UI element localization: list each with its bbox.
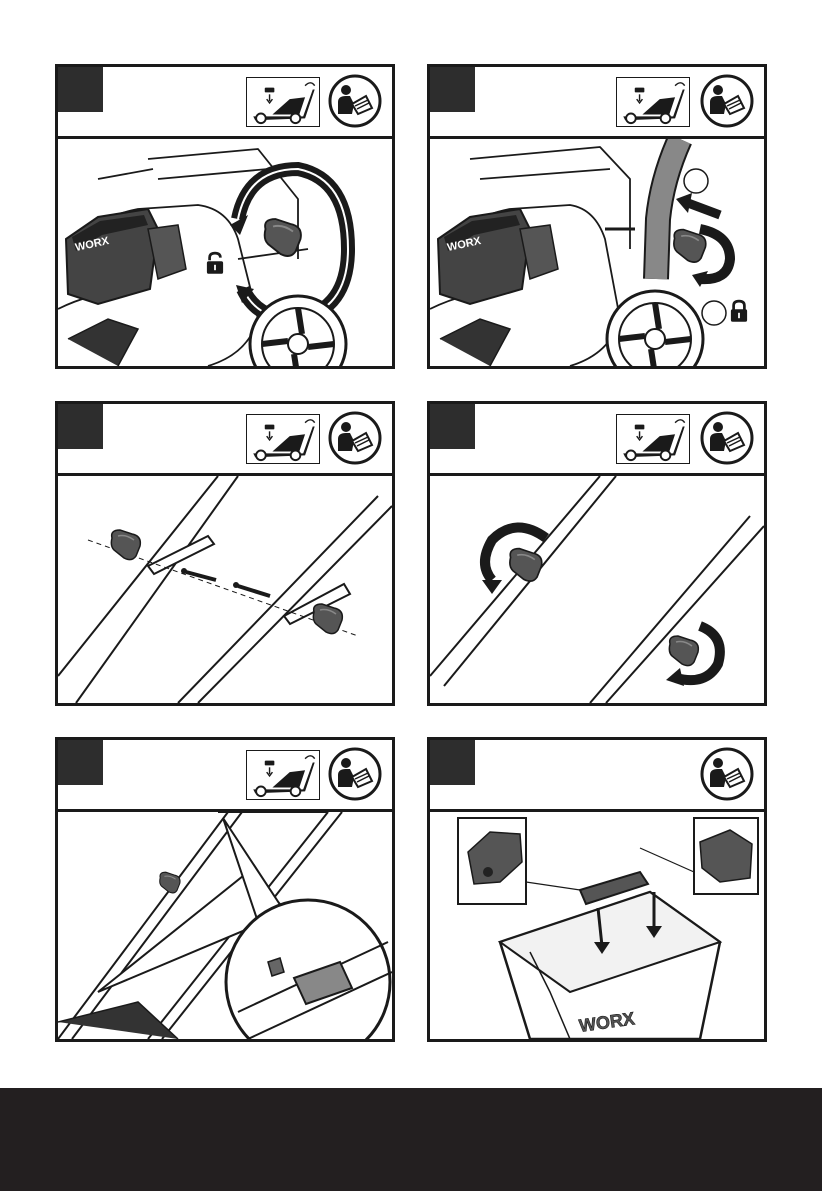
- step-panel-4: [427, 401, 767, 706]
- step-number-tab: [430, 404, 475, 449]
- unlock-icon: [207, 253, 223, 274]
- read-manual-icon: [700, 74, 754, 128]
- handle-knob: [313, 604, 342, 634]
- read-manual-icon: [328, 74, 382, 128]
- illustration-cable-clip: [58, 812, 392, 1039]
- step-number-tab: [430, 67, 475, 112]
- mower-assembly-icon: [616, 414, 690, 464]
- panel-header: [58, 67, 392, 139]
- step-panel-5: [55, 737, 395, 1042]
- read-manual-icon: [328, 411, 382, 465]
- illustration-handle-unlock: WORX: [58, 139, 392, 366]
- read-manual-icon: [700, 411, 754, 465]
- handle-knob: [160, 872, 180, 893]
- step-panel-3: [55, 401, 395, 706]
- lock-icon: [731, 301, 747, 322]
- rear-wheel: [607, 291, 703, 366]
- read-manual-icon: [700, 747, 754, 801]
- illustration-tighten-knobs: [430, 476, 764, 703]
- battery-pack: WORX: [438, 209, 530, 304]
- panel-header: [430, 740, 764, 812]
- detail-inset-right: [694, 818, 758, 894]
- handle-knob: [265, 219, 301, 256]
- read-manual-icon: [328, 747, 382, 801]
- upper-handle-tube: [656, 139, 680, 279]
- bolt: [181, 568, 216, 580]
- illustration-handle-bolts: [58, 476, 392, 703]
- mower-assembly-icon: [246, 414, 320, 464]
- bolt: [233, 582, 270, 596]
- mower-assembly-icon: [246, 750, 320, 800]
- callout-circle: [702, 301, 726, 325]
- step-panel-2: WORX: [427, 64, 767, 369]
- footer-bar: [0, 1088, 822, 1191]
- detail-inset-left: [458, 818, 526, 904]
- handle-knob: [111, 530, 140, 560]
- step-number-tab: [58, 404, 103, 449]
- illustration-handle-lock: WORX: [430, 139, 764, 366]
- panel-header: [58, 404, 392, 476]
- callout-circle: [684, 169, 708, 193]
- step-number-tab: [58, 67, 103, 112]
- step-number-tab: [58, 740, 103, 785]
- panel-header: [430, 67, 764, 139]
- grass-box: WORX: [500, 872, 720, 1039]
- push-arrow-icon: [676, 193, 720, 215]
- step-panel-1: WORX: [55, 64, 395, 369]
- battery-pack: WORX: [66, 209, 158, 304]
- mower-assembly-icon: [246, 77, 320, 127]
- handle-knob: [669, 636, 698, 666]
- step-number-tab: [430, 740, 475, 785]
- panel-header: [430, 404, 764, 476]
- illustration-grass-box: WORX: [430, 812, 764, 1039]
- handle-knob: [674, 230, 706, 263]
- mower-assembly-icon: [616, 77, 690, 127]
- step-panel-6: WORX: [427, 737, 767, 1042]
- panel-header: [58, 740, 392, 812]
